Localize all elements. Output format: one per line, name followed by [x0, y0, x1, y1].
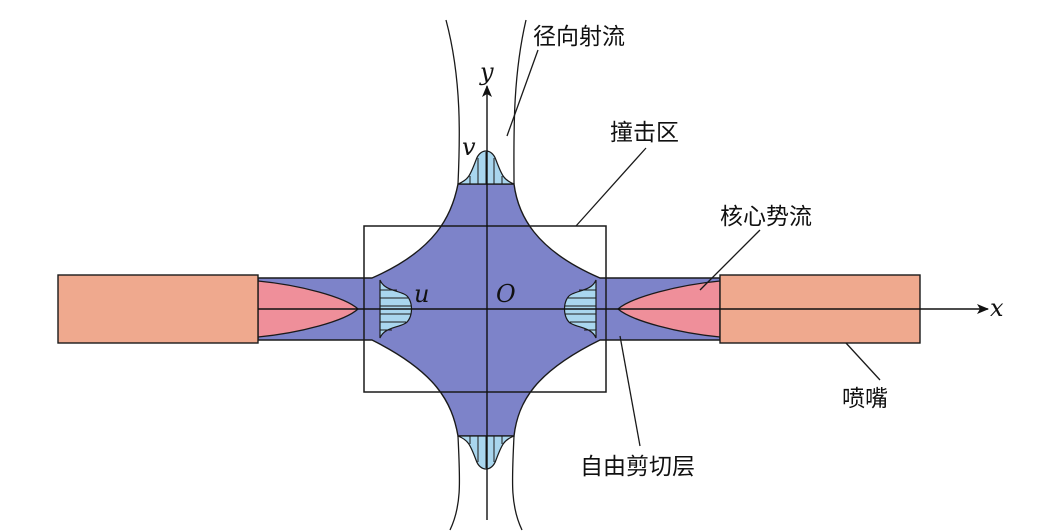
leader-radial-jet — [506, 49, 539, 137]
leader-core-potential-flow — [699, 229, 761, 291]
nozzle-left — [57, 274, 259, 344]
label-nozzle: 喷嘴 — [842, 386, 888, 412]
label-core-potential-flow: 核心势流 — [720, 204, 812, 230]
radial-jet-boundary-top-right — [513, 19, 527, 185]
velocity-label-u: u — [414, 280, 429, 308]
label-radial-jet: 径向射流 — [533, 24, 625, 50]
velocity-profile-v-bottom — [457, 435, 515, 470]
radial-jet-boundary-top-left — [445, 19, 460, 185]
radial-jet-boundary-bottom-right — [511, 435, 523, 531]
axis-label-x: x — [990, 294, 1004, 322]
leader-nozzle — [845, 342, 881, 381]
axis-label-y: y — [479, 58, 494, 86]
radial-jet-boundary-bottom-left — [449, 435, 461, 531]
origin-label: O — [496, 280, 516, 308]
label-impingement-zone: 撞击区 — [610, 120, 679, 146]
leader-free-shear-layer — [619, 335, 641, 447]
leader-impingement-zone — [575, 147, 647, 227]
velocity-label-v: v — [462, 133, 476, 161]
label-free-shear-layer: 自由剪切层 — [580, 454, 695, 480]
